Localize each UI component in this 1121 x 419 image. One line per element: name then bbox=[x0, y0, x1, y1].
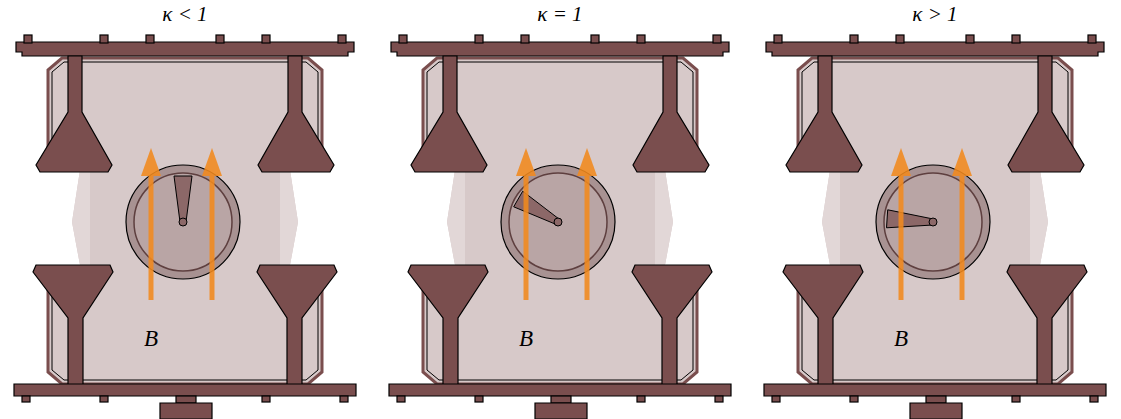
arrow-head bbox=[141, 148, 161, 176]
arrow-head bbox=[952, 148, 972, 176]
kappa-label: κ < 1 bbox=[162, 2, 207, 27]
field-arrow bbox=[585, 172, 590, 300]
field-label: B⃗ bbox=[144, 326, 176, 352]
field-arrow bbox=[899, 172, 904, 300]
field-arrow bbox=[960, 172, 965, 300]
sample-wedge bbox=[174, 176, 192, 222]
field-label: B⃗ bbox=[894, 326, 926, 352]
arrow-head bbox=[516, 148, 536, 176]
field-arrow bbox=[524, 172, 529, 300]
field-arrow bbox=[210, 172, 215, 300]
arrow-head bbox=[202, 148, 222, 176]
arrow-head bbox=[891, 148, 911, 176]
field-label: B⃗ bbox=[519, 326, 551, 352]
sample-wedge bbox=[887, 210, 934, 228]
field-arrow bbox=[149, 172, 154, 300]
rotation-axis bbox=[929, 218, 937, 226]
kappa-label: κ > 1 bbox=[912, 2, 957, 27]
rotation-axis bbox=[554, 218, 562, 226]
sample-wedge bbox=[514, 191, 560, 224]
kappa-label: κ = 1 bbox=[537, 2, 582, 27]
rotation-axis bbox=[179, 218, 187, 226]
arrow-head bbox=[577, 148, 597, 176]
